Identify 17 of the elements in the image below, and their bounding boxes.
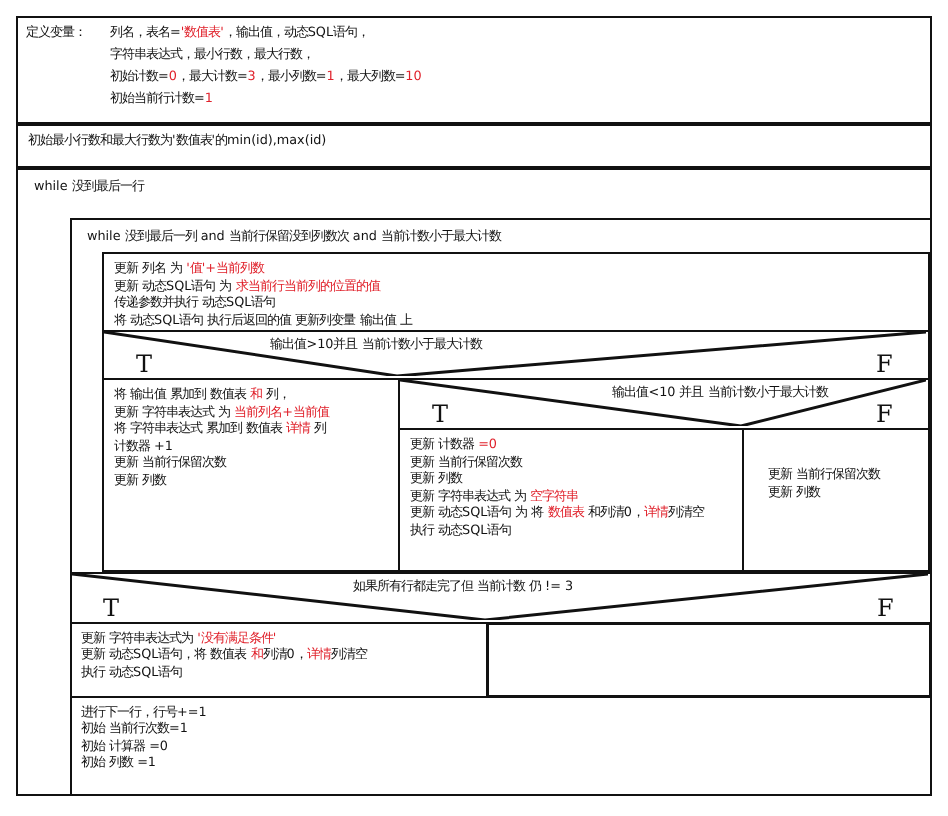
decision-header xyxy=(69,571,931,623)
branch-box xyxy=(742,428,930,572)
false-label: F xyxy=(877,595,894,619)
branch-box xyxy=(485,621,931,697)
statement-box xyxy=(102,252,930,332)
true-label: T xyxy=(136,352,153,376)
true-label: T xyxy=(103,595,120,619)
true-label: T xyxy=(432,402,449,426)
false-label: F xyxy=(876,352,893,376)
decision-header xyxy=(102,330,930,380)
branch-box xyxy=(102,378,400,572)
while-loop-box xyxy=(69,217,931,573)
statement-box xyxy=(16,124,932,168)
decision-header xyxy=(398,378,930,430)
false-label: F xyxy=(876,402,893,426)
definition-box xyxy=(16,16,932,124)
while-loop-box xyxy=(16,168,932,796)
